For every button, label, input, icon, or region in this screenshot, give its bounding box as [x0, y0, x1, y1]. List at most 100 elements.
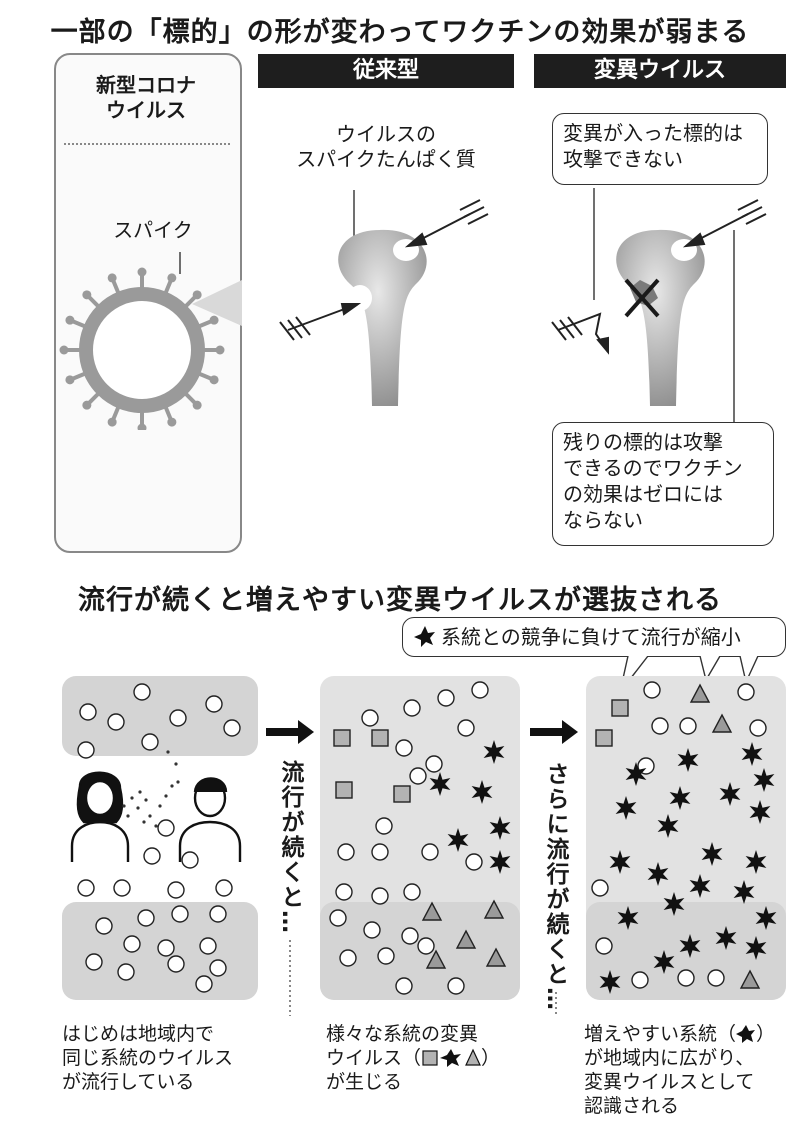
virus-mark-circle: [395, 977, 413, 995]
caption-1-line1: はじめは地域内で: [62, 1023, 215, 1045]
virus-spike-tip: [137, 267, 147, 277]
virus-mark-triangle: [485, 947, 507, 967]
virus-spike-tip: [65, 315, 75, 325]
conventional-label: ウイルスの スパイクたんぱく質: [258, 122, 514, 172]
virus-spike-tip: [192, 290, 202, 300]
virus-mark-circle: [447, 977, 465, 995]
virus-mark-circle: [377, 947, 395, 965]
virus-mark-circle: [437, 689, 455, 707]
competition-callout: 系統との競争に負けて流行が縮小: [402, 617, 786, 657]
virus-mark-square: [595, 729, 613, 747]
virus-mark-star: [489, 816, 511, 840]
virus-mark-circle: [361, 709, 379, 727]
variant-note1-line2: 攻撃できない: [563, 147, 683, 171]
variant-legend-icons: [422, 1048, 481, 1067]
droplet: [176, 780, 180, 784]
panel-title: 新型コロナ ウイルス: [58, 73, 234, 123]
caption-1: はじめは地域内で 同じ系統のウイルス が流行している: [62, 1022, 276, 1094]
virus-mark-star: [657, 814, 679, 838]
virus-mark-circle: [209, 905, 227, 923]
virus-mark-star: [669, 786, 691, 810]
virus-mark-triangle: [711, 713, 733, 733]
virus-mark-circle: [643, 681, 661, 699]
virus-mark-circle: [167, 881, 185, 899]
variant-note2-line3: の効果はゼロには: [563, 482, 723, 506]
spike-protein: [616, 229, 705, 406]
selection-diagram: [62, 656, 786, 1016]
square-mark-icon: [422, 1050, 438, 1066]
virus-spike-tip: [137, 423, 147, 430]
virus-mark-circle: [417, 937, 435, 955]
caption-3-line3: 変異ウイルスとして: [584, 1071, 755, 1093]
flow-arrow-2-icon: [530, 720, 578, 744]
virus-mark-triangle: [689, 683, 711, 703]
caption-2-line1: 様々な系統の変異: [326, 1023, 479, 1045]
panel-title-line2: ウイルス: [106, 98, 186, 122]
top-title: 一部の「標的」の形が変わってワクチンの効果が弱まる: [50, 17, 750, 48]
conventional-label-line2: スパイクたんぱく質: [296, 147, 476, 171]
droplet: [158, 804, 162, 808]
virus-mark-star: [719, 782, 741, 806]
virus-mark-circle: [95, 917, 113, 935]
droplet: [148, 814, 152, 818]
virus-mark-circle: [329, 909, 347, 927]
virus-mark-circle: [117, 963, 135, 981]
virus-mark-star: [753, 768, 775, 792]
virus-spike-tip: [82, 290, 92, 300]
coronavirus-illustration: [59, 252, 242, 430]
virus-spike-tip: [167, 417, 177, 427]
virus-mark-circle: [167, 955, 185, 973]
virus-mark-circle: [209, 959, 227, 977]
virus-mark-star: [609, 850, 631, 874]
arrow-label-1: 流行が続くと…: [277, 760, 303, 935]
virus-mark-circle: [199, 937, 217, 955]
virus-mark-circle: [181, 851, 199, 869]
variant-note-blocked: 変異が入った標的は 攻撃できない: [552, 113, 768, 185]
virus-mark-circle: [375, 817, 393, 835]
droplet: [142, 820, 146, 824]
virus-mark-circle: [651, 717, 669, 735]
panel-title-line1: 新型コロナ: [96, 73, 196, 97]
virus-mark-circle: [421, 843, 439, 861]
virus-mark-triangle: [421, 901, 443, 921]
virus-mark-square: [335, 781, 353, 799]
variant-note-partial: 残りの標的は攻撃 できるのでワクチン の効果はゼロには ならない: [552, 422, 774, 546]
virus-mark-circle: [337, 843, 355, 861]
virus-mark-circle: [123, 935, 141, 953]
caption-3-line4: 認識される: [584, 1095, 680, 1117]
virus-mark-circle: [137, 909, 155, 927]
conventional-spike-illustration: [279, 190, 489, 406]
droplet: [130, 796, 134, 800]
antibody-arrow-upper: [682, 199, 767, 248]
virus-mark-triangle: [739, 969, 761, 989]
virus-mark-circle: [401, 927, 419, 945]
virus-mark-circle: [457, 719, 475, 737]
droplet: [170, 784, 174, 788]
virus-spike-tip: [215, 345, 225, 355]
virus-mark-star: [625, 762, 647, 786]
virus-mark-circle: [471, 681, 489, 699]
variant-note1-line1: 変異が入った標的は: [563, 121, 743, 145]
virus-mark-circle: [223, 719, 241, 737]
virus-mark-circle: [141, 733, 159, 751]
virus-mark-star: [447, 828, 469, 852]
virus-spike-tip: [59, 345, 69, 355]
virus-mark-star: [715, 926, 737, 950]
virus-mark-circle: [339, 949, 357, 967]
antibody-arrow-lower: [279, 303, 362, 341]
virus-mark-star: [689, 874, 711, 898]
droplet: [154, 824, 158, 828]
arrow-label-2: さらに流行が続くと…: [542, 762, 568, 1012]
variant-spike-illustration: [551, 188, 767, 424]
virus-mark-star: [701, 842, 723, 866]
spike-protein: [338, 229, 427, 406]
virus-mark-star: [741, 742, 763, 766]
virus-mark-star: [677, 748, 699, 772]
virus-mark-star: [615, 796, 637, 820]
virus-mark-square: [393, 785, 411, 803]
virus-mark-star: [471, 780, 493, 804]
triangle-mark-icon: [465, 1048, 481, 1066]
virus-body: [79, 287, 205, 413]
virus-mark-circle: [737, 683, 755, 701]
star-mark-icon: [736, 1025, 756, 1043]
